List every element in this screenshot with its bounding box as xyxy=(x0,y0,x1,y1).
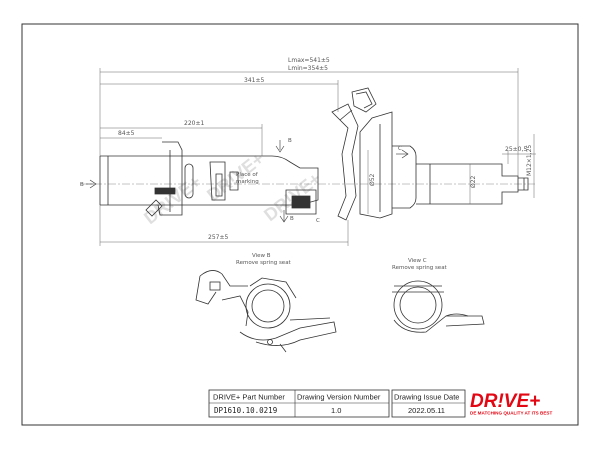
label-b-bottom: B xyxy=(290,216,294,222)
value-version: 1.0 xyxy=(331,406,341,415)
dimension-labels: Lmax=541±5 Lmin=354±5 341±5 220±1 84±5 2… xyxy=(118,57,533,241)
strut-side-view xyxy=(80,87,535,221)
view-c-title: View C xyxy=(408,258,427,264)
watermark-1: DR!VE+ xyxy=(140,171,205,228)
dim-25: 25±0,5 xyxy=(505,146,527,153)
view-c-subtitle: Remove spring seat xyxy=(392,265,448,271)
dim-phi52: Ø52 xyxy=(369,173,376,186)
label-c-mid: C xyxy=(398,146,402,152)
dim-phi22: Ø22 xyxy=(470,175,477,188)
drive-plus-logo: DR!VE+ DE MATCHING QUALITY AT ITS BEST xyxy=(467,388,577,418)
header-version: Drawing Version Number xyxy=(297,393,381,402)
logo-wordmark: DR!VE+ xyxy=(470,391,540,412)
header-part-number: DRIVE+ Part Number xyxy=(213,393,285,402)
dim-220: 220±1 xyxy=(184,120,204,127)
value-part-number: DP1610.10.0219 xyxy=(214,406,277,415)
header-issue-date: Drawing Issue Date xyxy=(394,393,459,402)
title-block: DRIVE+ Part Number Drawing Version Numbe… xyxy=(208,389,466,418)
view-b: View B Remove spring seat xyxy=(195,253,337,353)
view-b-subtitle: Remove spring seat xyxy=(236,260,292,266)
dim-lmin: Lmin=354±5 xyxy=(288,65,328,72)
sheet-border xyxy=(21,23,579,426)
dim-341: 341±5 xyxy=(244,77,264,84)
dimension-lines xyxy=(99,68,536,246)
label-b-left: B xyxy=(80,182,84,188)
logo-tagline: DE MATCHING QUALITY AT ITS BEST xyxy=(470,411,552,416)
value-issue-date: 2022.05.11 xyxy=(408,406,445,415)
place-of-marking: Place of marking xyxy=(236,172,259,185)
dim-84: 84±5 xyxy=(118,130,135,137)
dim-lmax: Lmax=541±5 xyxy=(288,57,330,64)
dim-m12: M12×1,25 xyxy=(526,145,533,176)
view-c: View C Remove spring seat xyxy=(392,258,485,333)
view-b-title: View B xyxy=(252,253,271,259)
section-indicators xyxy=(86,140,409,223)
label-b-top: B xyxy=(288,138,292,144)
label-c-bottom: C xyxy=(316,218,320,224)
dim-257: 257±5 xyxy=(208,234,228,241)
section-letters: B B B C C Place of marking xyxy=(80,138,402,224)
